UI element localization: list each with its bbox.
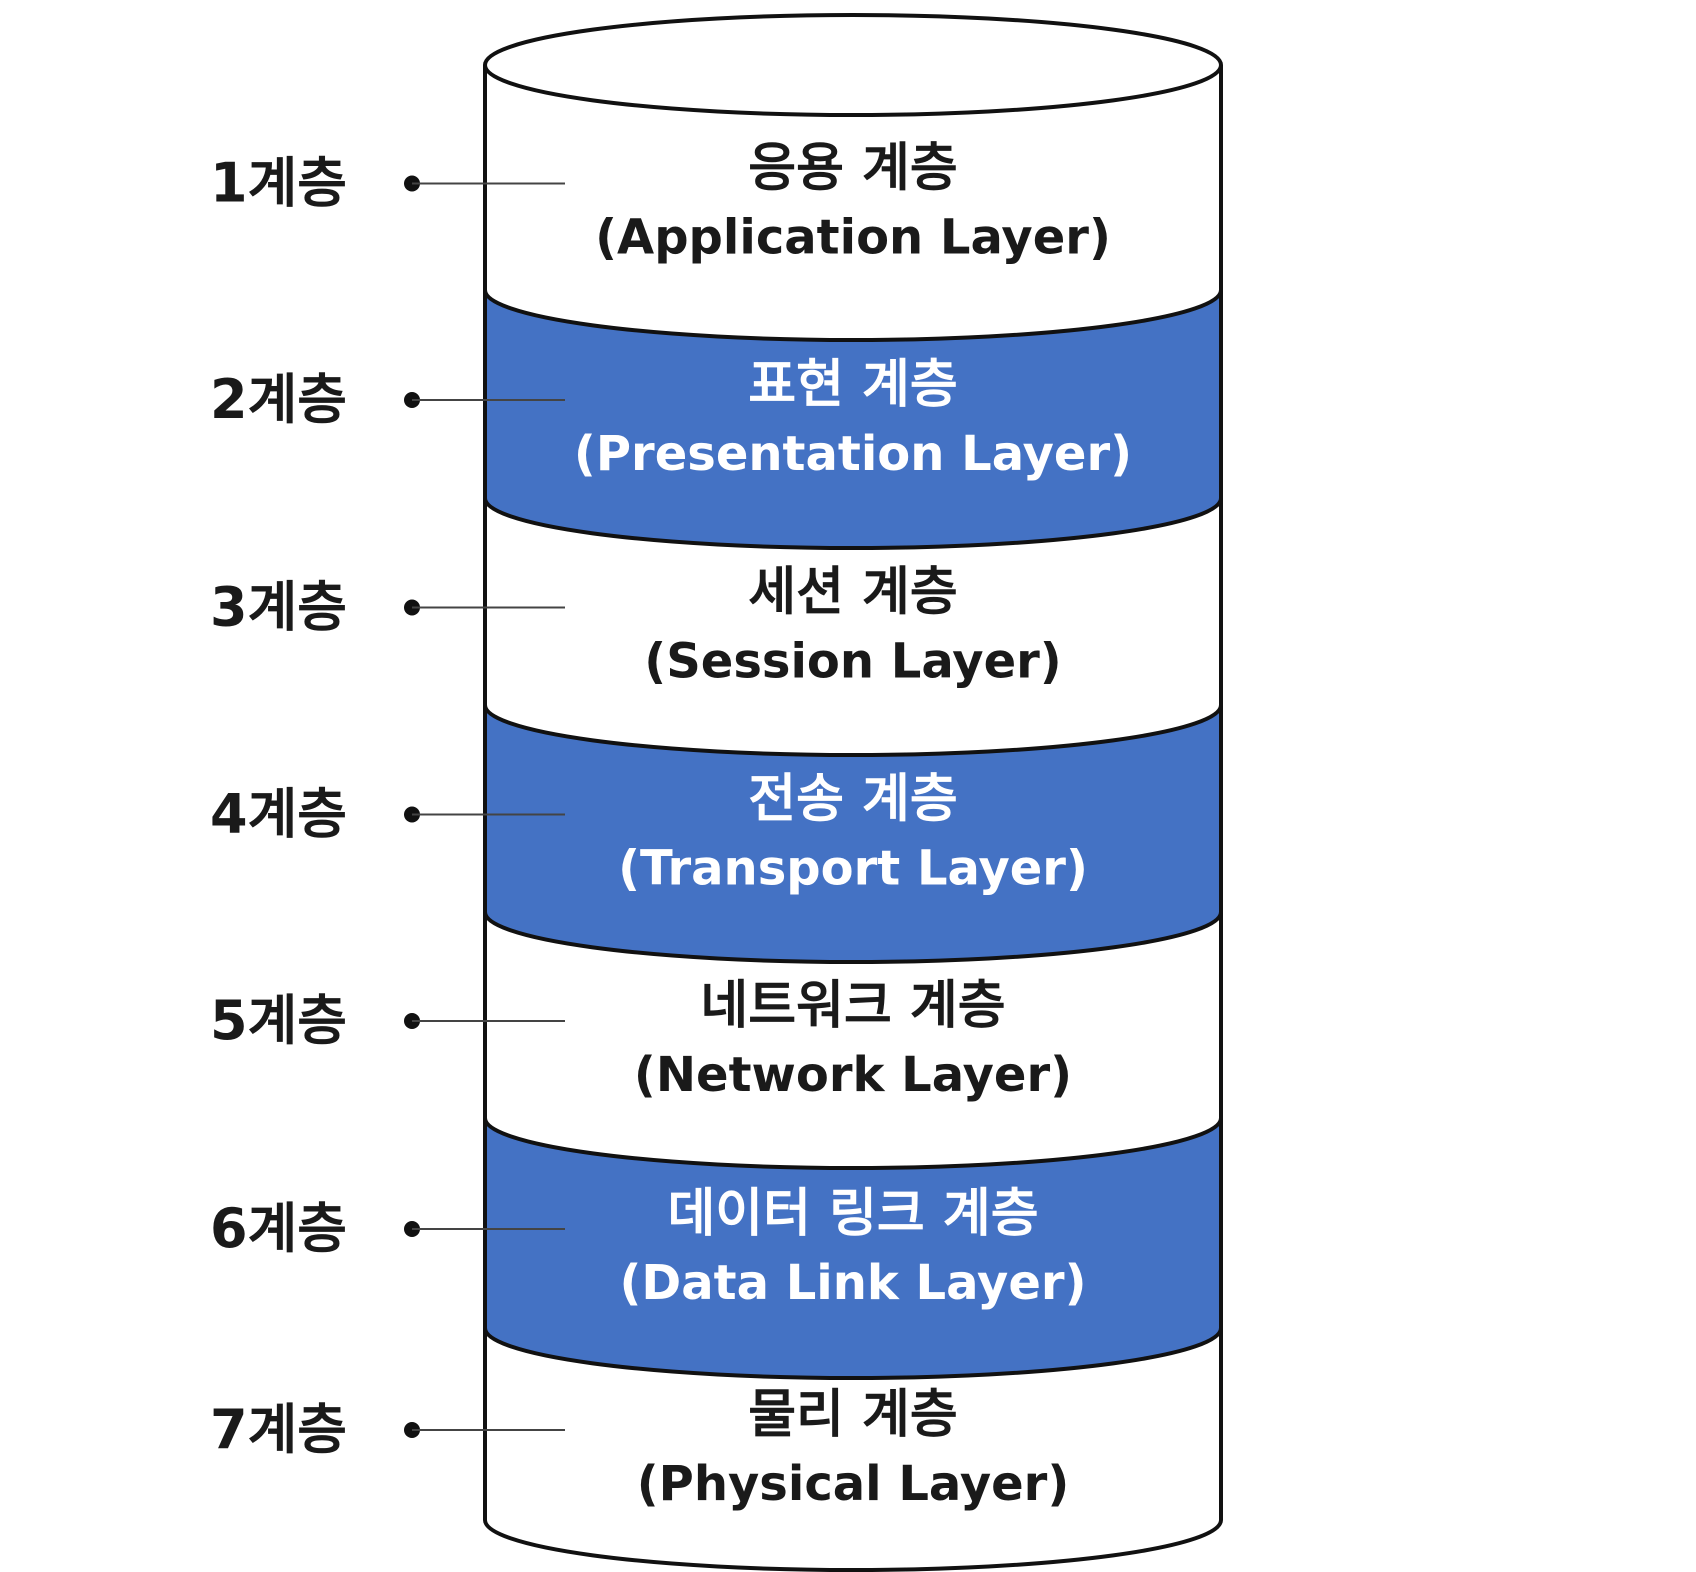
layer-number-label: 1계층 [210,152,347,215]
band-divider-4 [483,911,1223,964]
cylinder-top [483,13,1223,117]
band-divider-2 [483,497,1223,550]
layer-name-ko: 데이터 링크 계층 [667,1184,1038,1244]
layer-number-label: 2계층 [210,368,347,431]
cylinder-bottom-edge [483,1519,1223,1572]
layer-band-5 [485,912,1221,1168]
layer-name-en: (Session Layer) [644,634,1061,690]
layer-band-1 [485,65,1221,340]
band-divider-3 [483,704,1223,757]
band-divider-6 [483,1327,1223,1380]
layer-name-ko: 표현 계층 [748,355,957,415]
layer-connectors [404,175,565,1438]
layer-name-en: (Physical Layer) [637,1456,1070,1512]
layer-number-label: 5계층 [210,989,347,1052]
layer-name-ko: 물리 계층 [748,1385,957,1445]
layer-number-label: 7계층 [210,1398,347,1461]
layer-name-en: (Application Layer) [595,210,1111,266]
layer-number-label: 3계층 [210,576,347,639]
layer-name-ko: 세션 계층 [748,563,957,623]
layer-name-en: (Presentation Layer) [574,426,1132,482]
layer-number-label: 4계층 [210,783,347,846]
band-divider-1 [483,289,1223,342]
cylinder-outline [483,13,1223,1572]
layer-number-label: 6계층 [210,1197,347,1260]
layer-band-4 [485,705,1221,962]
layer-name-en: (Network Layer) [634,1047,1072,1103]
layer-band-2 [485,290,1221,548]
layer-band-7 [485,1328,1221,1570]
layer-name-en: (Transport Layer) [618,841,1088,897]
layer-name-ko: 응용 계층 [748,139,957,199]
layer-name-en: (Data Link Layer) [619,1255,1086,1311]
cylinder-bands [485,65,1221,1570]
layer-band-6 [485,1118,1221,1378]
layer-name-ko: 전송 계층 [748,770,957,830]
layer-name-ko: 네트워크 계층 [700,976,1005,1036]
layer-band-3 [485,498,1221,755]
band-divider-5 [483,1117,1223,1170]
